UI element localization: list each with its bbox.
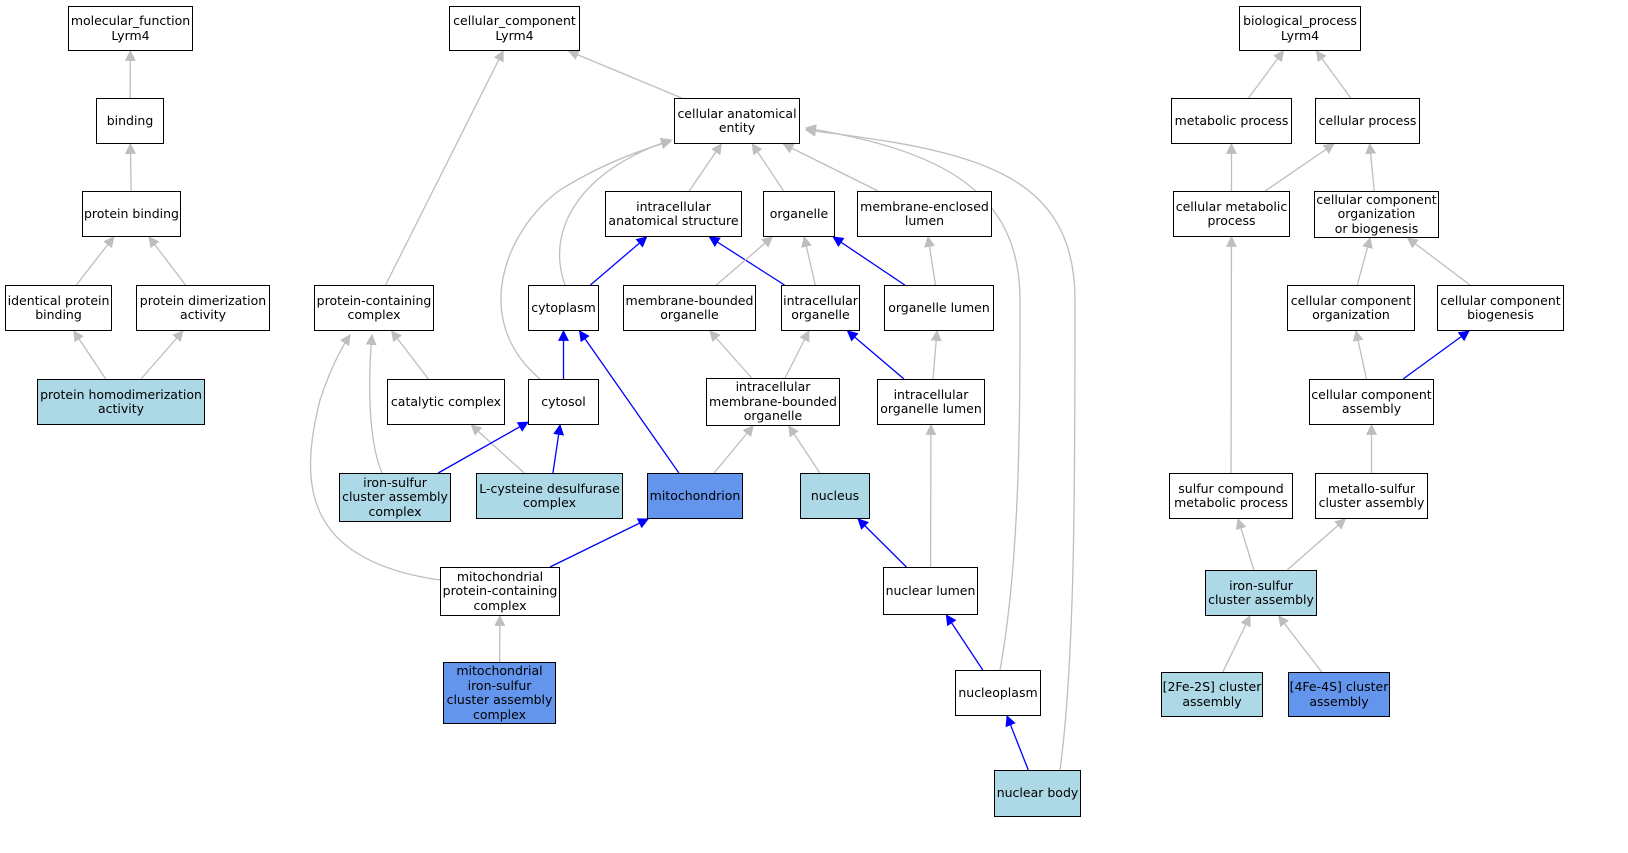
edge-intracellular-organelle-to-intracellular-anatomical-structure xyxy=(708,236,785,286)
node-cellular-component-organization[interactable]: cellular component organization xyxy=(1287,285,1415,331)
edge-cellular-component-assembly-to-cellular-component-biogenesis xyxy=(1402,330,1470,380)
edge-cellular-component-assembly-to-cellular-component-organization xyxy=(1352,329,1368,380)
node-intracellular-organelle[interactable]: intracellular organelle xyxy=(781,285,860,331)
node-cellular-anatomical-entity[interactable]: cellular anatomical entity xyxy=(674,98,800,144)
node-cytoplasm[interactable]: cytoplasm xyxy=(528,285,599,331)
edge-mitochondrial-protein-containing-complex-to-mitochondrion xyxy=(549,518,650,568)
node-mitochondrial-iron-sulfur-cluster-assembly-complex[interactable]: mitochondrial iron-sulfur cluster assemb… xyxy=(443,662,556,724)
node-nuclear-lumen[interactable]: nuclear lumen xyxy=(883,567,978,615)
edge-nuclear-lumen-to-nucleus xyxy=(857,518,907,568)
node-protein-containing-complex[interactable]: protein-containing complex xyxy=(314,285,434,331)
node-l-cysteine-desulfurase-complex[interactable]: L-cysteine desulfurase complex xyxy=(476,473,623,519)
node-organelle-lumen[interactable]: organelle lumen xyxy=(884,285,994,331)
edge-identical-protein-binding-to-protein-binding xyxy=(75,236,115,286)
node-mitochondrial-protein-containing-complex[interactable]: mitochondrial protein-containing complex xyxy=(440,567,560,616)
node-mitochondrion[interactable]: mitochondrion xyxy=(647,473,743,519)
edge-intracellular-organelle-lumen-to-intracellular-organelle xyxy=(846,330,905,380)
edge-l-cysteine-desulfurase-complex-to-cytosol xyxy=(552,423,565,474)
node-cytosol[interactable]: cytosol xyxy=(528,379,599,425)
edge-organelle-lumen-to-membrane-enclosed-lumen xyxy=(924,235,937,286)
edge-mitochondrion-to-cytoplasm xyxy=(578,330,680,474)
node-2fe-2s-cluster-assembly[interactable]: [2Fe-2S] cluster assembly xyxy=(1161,672,1263,717)
node-nuclear-body[interactable]: nuclear body xyxy=(994,770,1081,817)
edge-membrane-enclosed-lumen-to-cellular-anatomical-entity xyxy=(782,143,879,192)
edge-catalytic-complex-to-protein-containing-complex xyxy=(390,330,429,380)
node-biological-process-root[interactable]: biological_process Lyrm4 xyxy=(1239,6,1361,51)
node-intracellular-anatomical-structure[interactable]: intracellular anatomical structure xyxy=(605,191,742,237)
edge-cellular-component-biogenesis-to-cellular-component-organization-or-biogenesis xyxy=(1406,237,1471,286)
node-catalytic-complex[interactable]: catalytic complex xyxy=(387,379,505,425)
edge-cellular-anatomical-entity-to-cc-root xyxy=(567,49,682,99)
node-cellular-component-organization-or-biogenesis[interactable]: cellular component organization or bioge… xyxy=(1314,191,1439,238)
edge-fe4s4-cluster-assembly-to-iron-sulfur-cluster-assembly xyxy=(1278,615,1323,673)
edge-membrane-bounded-organelle-to-organelle xyxy=(715,236,774,286)
edge-intracellular-organelle-lumen-to-organelle-lumen xyxy=(930,329,942,380)
node-identical-protein-binding[interactable]: identical protein binding xyxy=(5,285,112,331)
node-intracellular-organelle-lumen[interactable]: intracellular organelle lumen xyxy=(877,379,985,425)
edge-intracellular-membrane-bounded-organelle-to-membrane-bounded-organelle xyxy=(709,330,753,379)
edge-cellular-component-organization-or-biogenesis-to-cellular-process xyxy=(1365,142,1377,192)
edge-l-cysteine-desulfurase-complex-to-catalytic-complex xyxy=(470,424,525,474)
edge-cellular-process-to-bp-root xyxy=(1315,50,1352,99)
node-cellular-metabolic-process[interactable]: cellular metabolic process xyxy=(1173,191,1290,237)
edge-nucleus-to-intracellular-membrane-bounded-organelle xyxy=(788,425,821,474)
edge-iron-sulfur-cluster-assembly-to-sulfur-compound-metabolic-process xyxy=(1235,517,1255,571)
node-nucleus[interactable]: nucleus xyxy=(800,473,870,519)
edge-iron-sulfur-cluster-assembly-complex-to-cytosol xyxy=(437,421,529,474)
node-iron-sulfur-cluster-assembly[interactable]: iron-sulfur cluster assembly xyxy=(1205,570,1317,616)
edge-protein-binding-to-binding xyxy=(125,142,137,192)
node-metallo-sulfur-cluster-assembly[interactable]: metallo-sulfur cluster assembly xyxy=(1315,473,1428,519)
node-membrane-enclosed-lumen[interactable]: membrane-enclosed lumen xyxy=(857,191,992,237)
edge-protein-homodimerization-activity-to-identical-protein-binding xyxy=(73,330,107,380)
node-intracellular-membrane-bounded-organelle[interactable]: intracellular membrane-bounded organelle xyxy=(706,378,840,426)
edge-cellular-metabolic-process-to-cellular-process xyxy=(1264,143,1335,192)
edge-cytosol-to-cellular-anatomical-entity xyxy=(500,138,673,380)
edge-iron-sulfur-cluster-assembly-complex-to-protein-containing-complex xyxy=(365,333,383,474)
node-cellular-component-root[interactable]: cellular_component Lyrm4 xyxy=(449,6,580,51)
edge-cytoplasm-to-cellular-anatomical-entity xyxy=(558,137,673,286)
edge-cytoplasm-to-intracellular-anatomical-structure xyxy=(589,236,648,286)
node-4fe-4s-cluster-assembly[interactable]: [4Fe-4S] cluster assembly xyxy=(1288,672,1390,717)
edge-metabolic-process-to-bp-root xyxy=(1248,50,1284,99)
edge-intracellular-organelle-to-organelle xyxy=(801,235,816,286)
edge-mitochondrion-to-intracellular-membrane-bounded-organelle xyxy=(713,425,754,474)
node-organelle[interactable]: organelle xyxy=(763,191,835,237)
node-cellular-process[interactable]: cellular process xyxy=(1315,98,1420,144)
node-molecular-function-root[interactable]: molecular_function Lyrm4 xyxy=(68,6,193,51)
edge-organelle-to-cellular-anatomical-entity xyxy=(751,143,785,192)
node-binding[interactable]: binding xyxy=(96,98,164,144)
node-sulfur-compound-metabolic-process[interactable]: sulfur compound metabolic process xyxy=(1169,473,1293,519)
node-cellular-component-assembly[interactable]: cellular component assembly xyxy=(1309,379,1434,425)
edge-organelle-lumen-to-organelle xyxy=(832,236,906,286)
edge-cellular-component-organization-to-cellular-component-organization-or-biogenesis xyxy=(1356,236,1373,286)
edge-intracellular-membrane-bounded-organelle-to-intracellular-organelle xyxy=(784,330,810,379)
node-nucleoplasm[interactable]: nucleoplasm xyxy=(955,670,1041,716)
edge-mitochondrial-protein-containing-complex-to-protein-containing-complex xyxy=(309,334,441,581)
node-protein-homodimerization-activity[interactable]: protein homodimerization activity xyxy=(37,379,205,425)
edge-protein-dimerization-activity-to-protein-binding xyxy=(148,236,187,286)
edge-fe2s2-cluster-assembly-to-iron-sulfur-cluster-assembly xyxy=(1222,615,1251,673)
edge-intracellular-anatomical-structure-to-cellular-anatomical-entity xyxy=(688,143,722,192)
edge-protein-homodimerization-activity-to-protein-dimerization-activity xyxy=(140,330,184,380)
node-iron-sulfur-cluster-assembly-complex[interactable]: iron-sulfur cluster assembly complex xyxy=(339,473,451,522)
edge-nuclear-body-to-cellular-anatomical-entity xyxy=(804,125,1076,771)
node-protein-binding[interactable]: protein binding xyxy=(82,191,181,237)
edge-nuclear-body-to-nucleoplasm xyxy=(1005,714,1029,771)
node-cellular-component-biogenesis[interactable]: cellular component biogenesis xyxy=(1437,285,1564,331)
node-protein-dimerization-activity[interactable]: protein dimerization activity xyxy=(136,285,270,331)
edge-protein-containing-complex-to-cc-root xyxy=(384,50,504,286)
edge-nucleoplasm-to-nuclear-lumen xyxy=(945,614,984,671)
edge-nucleoplasm-to-cellular-anatomical-entity xyxy=(804,124,1021,671)
node-membrane-bounded-organelle[interactable]: membrane-bounded organelle xyxy=(623,285,756,331)
node-metabolic-process[interactable]: metabolic process xyxy=(1171,98,1292,144)
edge-iron-sulfur-cluster-assembly-to-metallo-sulfur-cluster-assembly xyxy=(1286,518,1347,571)
